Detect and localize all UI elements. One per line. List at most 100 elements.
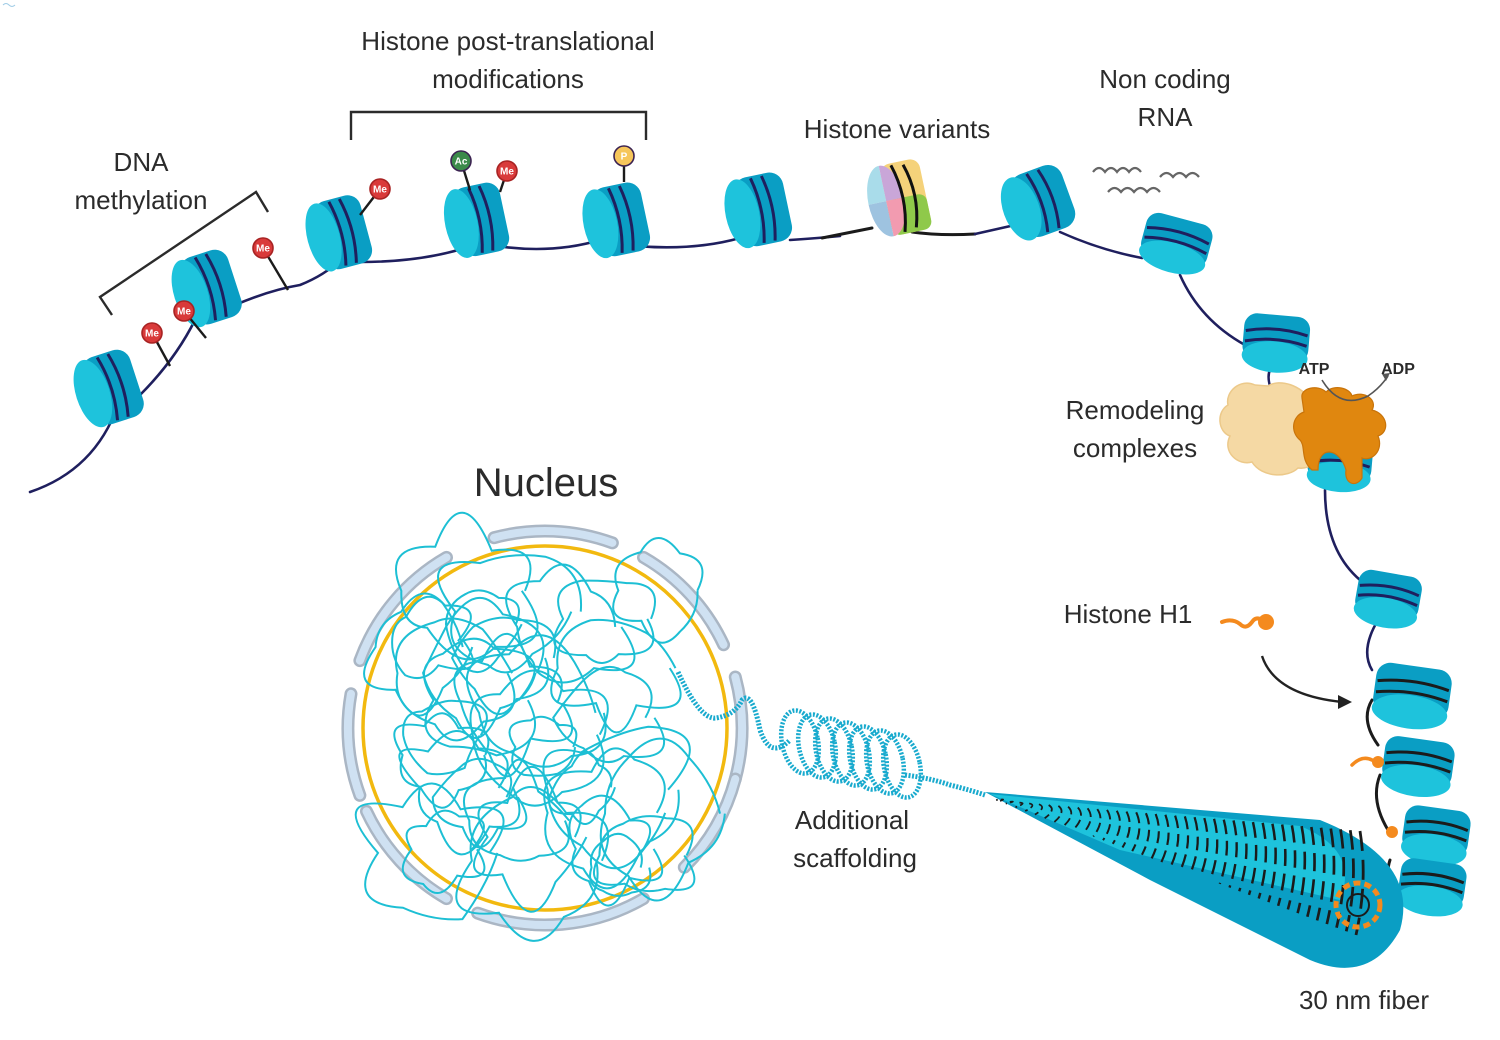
histone-core-face xyxy=(1381,764,1451,798)
dna-wrap xyxy=(477,185,495,251)
histone-core-face xyxy=(1371,694,1448,730)
histone-ptm-bracket xyxy=(349,110,648,140)
methyl-mark: Me xyxy=(496,160,518,193)
dna-linker xyxy=(973,223,1322,472)
fiber-dna-wrap xyxy=(1160,814,1170,863)
dna-wrap xyxy=(204,253,228,317)
scaffold-strand xyxy=(904,772,986,798)
nuclear-pore-segment xyxy=(680,774,740,872)
methyl-mark: Me xyxy=(141,322,172,367)
nuclear-pore-segment xyxy=(490,527,617,547)
label-remodeling-1: Remodeling xyxy=(1066,395,1205,425)
histone-core-face xyxy=(1397,885,1463,917)
fiber-dna-wrap xyxy=(1296,825,1307,914)
rna-strand xyxy=(1159,171,1200,179)
label-histone-ptm-2: modifications xyxy=(432,64,584,94)
variant-quadrant xyxy=(867,165,887,205)
fiber-dna-wrap xyxy=(1238,820,1248,892)
fiber-dna-wrap xyxy=(1053,805,1063,823)
dna-wrap xyxy=(193,256,218,321)
nucleosome xyxy=(1241,313,1311,373)
scaffold-coil-turn xyxy=(863,728,907,796)
chromatin-loop xyxy=(423,637,537,757)
label-adp: ADP xyxy=(1381,361,1415,378)
dna-wrap xyxy=(95,356,120,421)
chromatin-loop xyxy=(401,809,486,894)
fiber-dna-wrap xyxy=(1276,824,1287,907)
methyl-mark-label: Me xyxy=(373,185,387,196)
methyl-mark: Me xyxy=(252,237,290,291)
nucleosome xyxy=(171,249,242,328)
dna-wrap xyxy=(1406,819,1469,832)
nuclear-envelope xyxy=(361,544,729,912)
rna-strand xyxy=(1092,166,1142,174)
dna-wrap xyxy=(618,185,635,251)
nucleosome xyxy=(443,182,510,258)
label-non-coding-rna-1: Non coding xyxy=(1099,64,1231,94)
dna-wrap xyxy=(337,198,358,263)
chromatin-loop xyxy=(444,589,523,674)
chromatin-loop xyxy=(548,750,616,825)
dna-wrap xyxy=(1359,583,1420,598)
chromatin-loops xyxy=(354,511,726,942)
fiber-dna-wrap xyxy=(1315,827,1326,921)
histone-core-face xyxy=(73,359,113,428)
label-remodeling-2: complexes xyxy=(1073,433,1197,463)
label-scaffolding-2: scaffolding xyxy=(793,843,917,873)
histone-core-face xyxy=(1353,596,1418,629)
dna-wrap xyxy=(1036,168,1061,229)
fiber-core xyxy=(1346,893,1370,917)
arrowhead-icon xyxy=(1382,373,1390,381)
nucleosome xyxy=(724,172,793,249)
label-histone-ptm-1: Histone post-translational xyxy=(361,26,654,56)
nucleosome xyxy=(305,195,373,272)
histone-core-face xyxy=(305,203,342,272)
nuclear-envelope-segments xyxy=(341,524,749,932)
nucleosome xyxy=(1353,569,1422,629)
chromatin-loop xyxy=(402,699,488,776)
dna-wrap xyxy=(1384,760,1451,774)
non-coding-rna-icon xyxy=(1092,166,1200,194)
scaffold-coil-turn xyxy=(880,732,924,800)
acetyl-mark-label: Ac xyxy=(455,157,468,168)
chromatin-loop xyxy=(472,766,588,913)
fiber-dna-wrap xyxy=(1141,812,1151,856)
atp-hydrolysis-arrow xyxy=(1321,375,1389,402)
nuclear-pore-segment xyxy=(473,894,648,929)
chromatin-loop xyxy=(550,618,682,734)
histone-variant-nucleosome xyxy=(867,159,932,237)
dna-wrap xyxy=(1404,829,1467,843)
dna-wrap xyxy=(1377,678,1450,693)
variant-quadrant xyxy=(868,201,894,237)
nuclear-pore-segment xyxy=(639,553,728,649)
dna-wrap xyxy=(1375,689,1448,704)
nucleosome xyxy=(582,182,651,259)
dna-wrap xyxy=(1244,337,1308,348)
fiber-dna-wrap xyxy=(1024,802,1034,812)
histone-h1-icon xyxy=(1220,614,1274,630)
methyl-mark: Me xyxy=(359,178,391,216)
nucleosome xyxy=(73,349,144,428)
acetyl-mark: Ac xyxy=(450,150,472,191)
dna-wrap xyxy=(889,164,919,232)
methyl-mark-circle xyxy=(173,300,195,322)
methyl-mark-circle xyxy=(141,322,163,344)
label-dna-methylation-2: methylation xyxy=(75,185,208,215)
fiber-dna-wrap xyxy=(1208,818,1219,881)
chromatin-loop xyxy=(505,563,636,684)
label-histone-variants: Histone variants xyxy=(804,114,990,144)
chromatin-loop xyxy=(553,579,656,664)
additional-scaffolding-coil xyxy=(675,670,986,800)
label-nucleus: Nucleus xyxy=(474,461,619,505)
histone-core-face xyxy=(1000,177,1042,241)
fiber-dna-wrap xyxy=(1111,810,1121,845)
chromatin-loop xyxy=(508,715,578,777)
dna-wrap xyxy=(467,187,484,253)
phospho-mark-label: P xyxy=(621,152,628,163)
chromatin-loop xyxy=(422,596,545,739)
dna-wrap xyxy=(1386,750,1453,764)
methyl-mark-circle xyxy=(496,160,518,182)
fiber-dna-wrap xyxy=(1218,819,1229,885)
